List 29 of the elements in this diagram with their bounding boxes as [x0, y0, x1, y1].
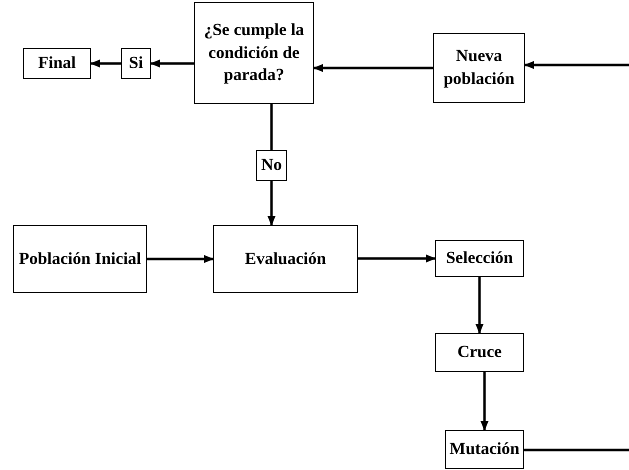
- node-label: Final: [38, 52, 76, 74]
- process-box: [433, 33, 525, 103]
- arrow: [313, 64, 433, 72]
- process-box: [256, 150, 287, 181]
- node-label: Selección: [446, 247, 514, 270]
- node-label: Población Inicial: [18, 248, 142, 270]
- process-box: [445, 430, 524, 469]
- node-label: Evaluación: [244, 248, 326, 270]
- process-box: [435, 240, 524, 277]
- arrow: [147, 255, 214, 263]
- process-box: [435, 333, 524, 372]
- arrow: [358, 254, 436, 262]
- node-label: Cruce: [457, 341, 502, 364]
- arrow: [524, 61, 629, 69]
- arrow: [480, 372, 488, 431]
- node-label: No: [261, 154, 282, 176]
- arrow: [476, 277, 484, 334]
- process-box: [194, 2, 314, 104]
- process-box: [23, 48, 91, 79]
- node-label: Mutación: [450, 438, 520, 460]
- process-box: [213, 225, 358, 293]
- node-label: ¿Se cumple la condición de parada?: [202, 18, 306, 86]
- arrow: [268, 181, 276, 226]
- node-label: Si: [128, 52, 144, 74]
- node-label: Nueva población: [442, 45, 516, 90]
- arrow: [150, 60, 194, 68]
- process-box: [13, 225, 147, 293]
- process-box: [121, 48, 151, 79]
- arrow: [90, 60, 121, 68]
